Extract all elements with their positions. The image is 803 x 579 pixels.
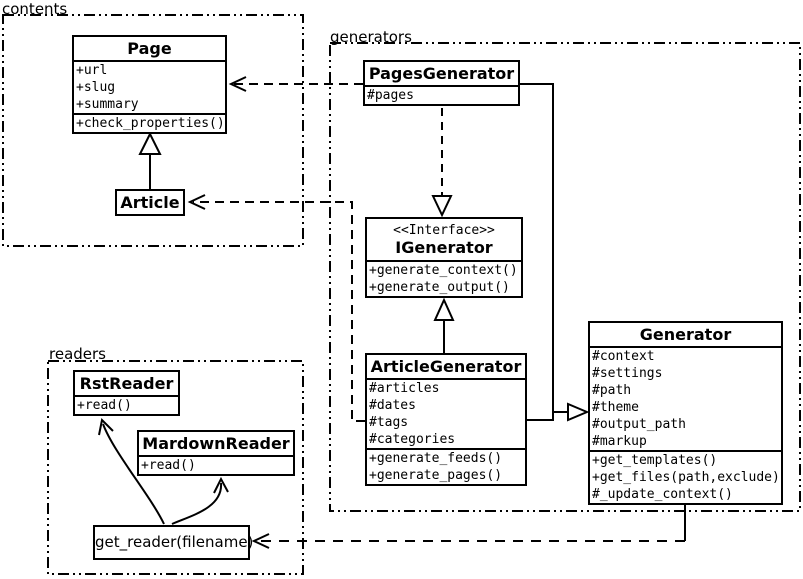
contents-package-label: contents — [2, 0, 68, 18]
attr-row: #theme — [592, 400, 639, 415]
class-attrs-pagesgenerator: #pages — [365, 85, 518, 104]
class-box-rstreader: RstReader +read() — [73, 370, 180, 416]
class-box-igenerator: <<Interface>> IGenerator +generate_conte… — [365, 217, 523, 298]
class-title-rstreader: RstReader — [79, 374, 174, 393]
class-box-mardownreader: MardownReader +read() — [137, 430, 295, 476]
attr-row: #output_path — [592, 417, 686, 432]
class-header-igenerator: <<Interface>> IGenerator — [367, 219, 521, 260]
contents-package-border — [2, 14, 304, 247]
class-methods-mardownreader: +read() — [139, 455, 293, 474]
class-methods-generator: +get_templates() +get_files(path,exclude… — [590, 450, 781, 503]
attr-row: #pages — [367, 88, 414, 103]
attr-row: #path — [592, 383, 632, 398]
dependency-arrow-generator-to-getreader — [251, 502, 686, 549]
generators-package-border — [329, 42, 801, 512]
method-row: +generate_output() — [369, 280, 510, 295]
inheritance-arrow-generators-to-generator — [520, 83, 590, 422]
attr-row: #tags — [369, 415, 409, 430]
arrow-getreader-to-mardownreader — [171, 476, 229, 525]
class-methods-rstreader: +read() — [75, 395, 178, 414]
class-methods-page: +check_properties() — [74, 113, 225, 132]
dependency-arrow-articlegenerator-to-article — [187, 194, 365, 422]
attr-row: #articles — [369, 381, 440, 396]
class-title-generator: Generator — [639, 325, 732, 344]
dependency-arrow-pagesgenerator-to-page — [228, 76, 363, 92]
node-label-getreader: get_reader(filename) — [95, 533, 254, 551]
readers-package-border — [47, 360, 304, 575]
class-box-page: Page +url +slug +summary +check_properti… — [72, 35, 227, 134]
attr-row: +url — [76, 63, 108, 78]
inheritance-arrow-articlegenerator-to-igenerator — [433, 297, 455, 353]
class-box-generator: Generator #context #settings #path #them… — [588, 321, 783, 505]
class-methods-articlegenerator: +generate_feeds() +generate_pages() — [367, 448, 525, 484]
attr-row: #dates — [369, 398, 416, 413]
inheritance-arrow-article-to-page — [138, 131, 162, 189]
stereotype-label: <<Interface>> — [393, 223, 495, 238]
class-title-article: Article — [120, 193, 180, 212]
class-title-articlegenerator: ArticleGenerator — [370, 357, 522, 376]
method-row: +generate_pages() — [369, 468, 503, 483]
class-attrs-generator: #context #settings #path #theme #output_… — [590, 346, 781, 450]
attr-row: #categories — [369, 432, 456, 447]
method-row: +check_properties() — [76, 116, 225, 131]
class-box-articlegenerator: ArticleGenerator #articles #dates #tags … — [365, 353, 527, 486]
method-row: #_update_context() — [592, 487, 733, 502]
attr-row: +slug — [76, 80, 116, 95]
method-row: +get_templates() — [592, 453, 718, 468]
method-row: +read() — [77, 398, 132, 413]
readers-package-label: readers — [49, 345, 106, 363]
method-row: +get_files(path,exclude) — [592, 470, 780, 485]
class-attrs-page: +url +slug +summary — [74, 60, 225, 113]
class-attrs-articlegenerator: #articles #dates #tags #categories — [367, 378, 525, 448]
class-methods-igenerator: +generate_context() +generate_output() — [367, 260, 521, 296]
class-title-igenerator: IGenerator — [395, 238, 493, 257]
method-row: +read() — [141, 458, 196, 473]
attr-row: +summary — [76, 97, 139, 112]
method-row: +generate_feeds() — [369, 451, 503, 466]
generators-package-label: generators — [330, 28, 412, 46]
attr-row: #context — [592, 349, 655, 364]
class-title-mardownreader: MardownReader — [142, 434, 290, 453]
arrow-getreader-to-rstreader — [98, 417, 165, 525]
attr-row: #settings — [592, 366, 663, 381]
attr-row: #markup — [592, 434, 647, 449]
class-title-pagesgenerator: PagesGenerator — [368, 64, 515, 83]
class-title-page: Page — [127, 39, 172, 58]
method-row: +generate_context() — [369, 263, 518, 278]
realization-arrow-pagesgenerator-to-igenerator — [431, 108, 453, 218]
class-box-pagesgenerator: PagesGenerator #pages — [363, 60, 520, 106]
class-box-article: Article — [115, 189, 185, 216]
node-box-getreader: get_reader(filename) — [93, 525, 254, 560]
